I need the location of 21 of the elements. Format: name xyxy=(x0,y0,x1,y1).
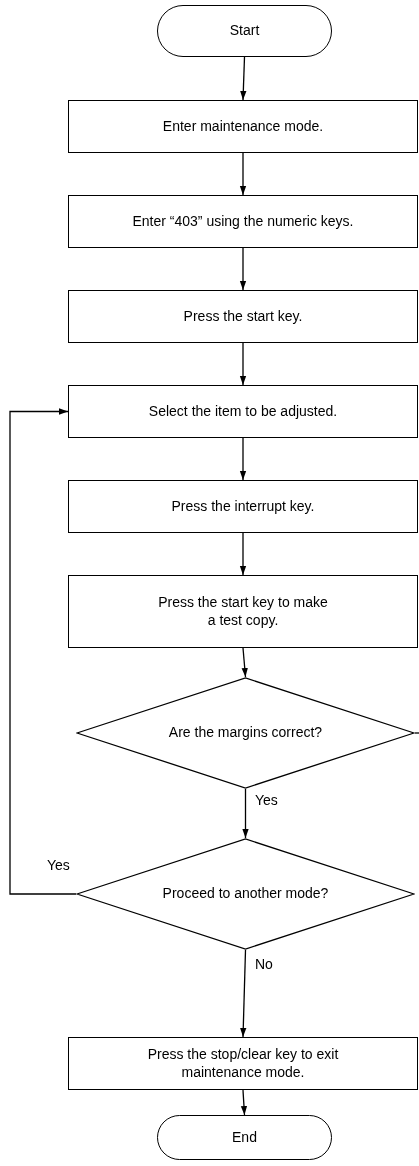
arrow xyxy=(240,949,247,1038)
decision-diamond: Proceed to another mode? xyxy=(76,838,415,950)
connector-line xyxy=(414,732,419,734)
arrow xyxy=(239,152,247,196)
process-box: Press the start key. xyxy=(68,290,418,343)
arrow xyxy=(240,56,247,101)
arrow xyxy=(242,788,249,839)
process-box: Press the stop/clear key to exit maintenance mode. xyxy=(68,1037,418,1090)
arrow xyxy=(239,437,247,481)
process-box: Enter “403” using the numeric keys. xyxy=(68,195,418,248)
process-box: Enter maintenance mode. xyxy=(68,100,418,153)
arrow xyxy=(239,247,247,291)
process-box: Press the start key to make a test copy. xyxy=(68,575,418,648)
process-box: Press the interrupt key. xyxy=(68,480,418,533)
arrow xyxy=(239,342,247,386)
arrow xyxy=(240,1089,248,1116)
arrow xyxy=(9,408,77,895)
decision-diamond: Are the margins correct? xyxy=(76,677,415,789)
arrow xyxy=(241,647,248,678)
process-box: Select the item to be adjusted. xyxy=(68,385,418,438)
arrow xyxy=(239,532,247,576)
